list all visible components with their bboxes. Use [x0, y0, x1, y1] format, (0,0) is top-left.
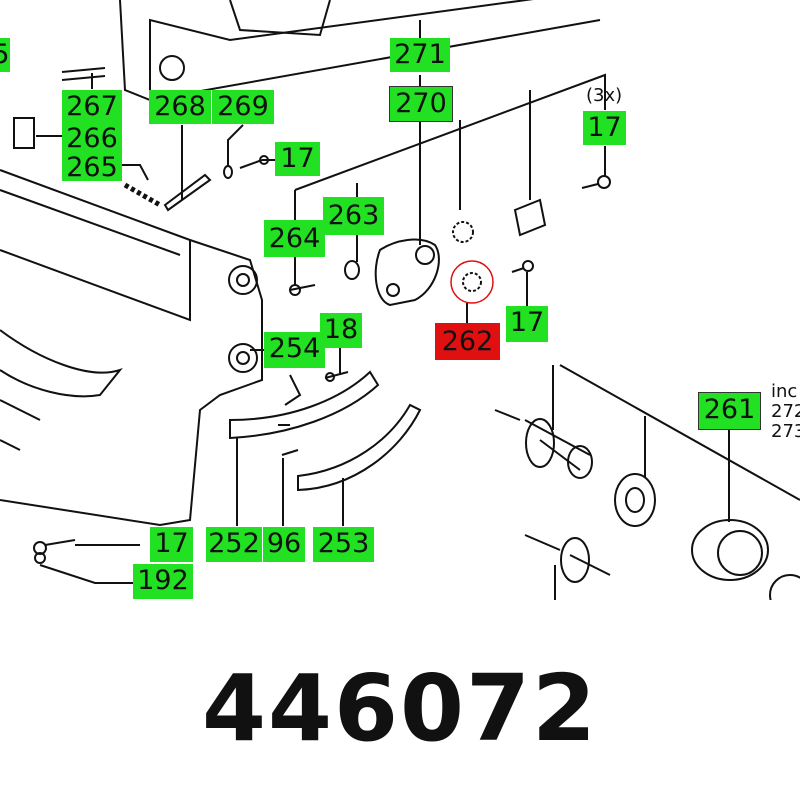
callout-label: 261 [698, 392, 761, 430]
callout-label: 265 [62, 154, 122, 181]
callout-label: 268 [149, 90, 211, 124]
callout-label: 267 [62, 90, 122, 124]
callout-label: 269 [212, 90, 274, 124]
callout-label: 96 [263, 527, 305, 562]
part-number: 446072 [201, 655, 599, 762]
note-line: inc [771, 381, 798, 402]
callout-label: 17 [150, 527, 193, 562]
callout-label: 18 [320, 313, 362, 348]
callout-label: 270 [389, 86, 453, 122]
note-line: 273 [771, 421, 800, 442]
callout-label: 266 [62, 123, 122, 154]
exploded-parts-drawing [0, 0, 800, 600]
included-parts-note: inc 272 273 [771, 382, 800, 442]
callout-label: 263 [323, 197, 384, 235]
note-line: 272 [771, 401, 800, 422]
callout-label: 254 [264, 332, 325, 368]
callout-label: 17 [506, 306, 548, 342]
callout-label: 17 [583, 111, 626, 145]
quantity-note: (3x) [586, 85, 623, 106]
callout-label: 5 [0, 38, 10, 72]
callout-label: 264 [264, 220, 325, 257]
callout-label: 17 [275, 142, 320, 176]
callout-label: 253 [313, 527, 374, 562]
callout-label: 271 [390, 38, 450, 72]
highlighted-part-label: 262 [435, 323, 500, 360]
callout-label: 252 [206, 527, 262, 562]
callout-label: 192 [133, 564, 193, 599]
